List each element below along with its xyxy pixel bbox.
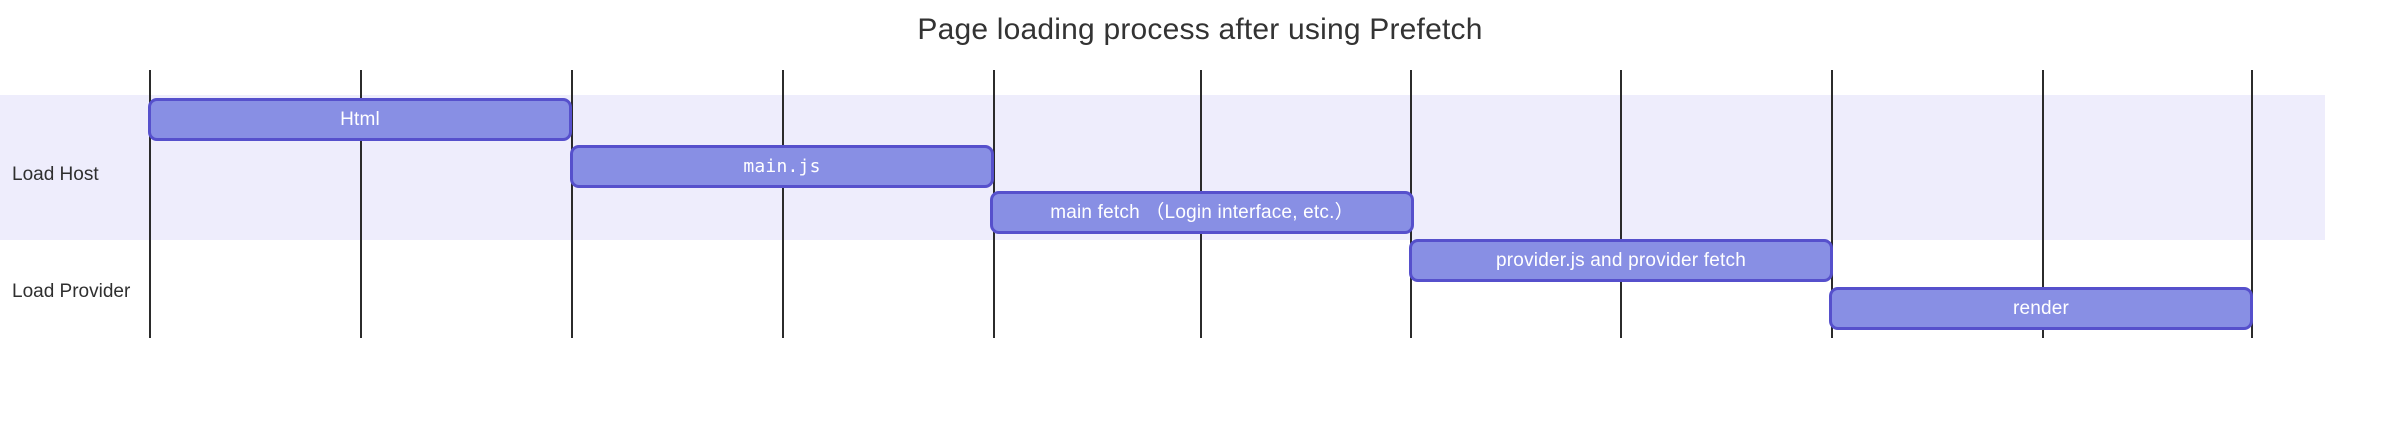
task-bar-main-js[interactable]: main.js: [570, 145, 994, 188]
task-bar-html[interactable]: Html: [148, 98, 572, 141]
row-label-load-host: Load Host: [12, 164, 99, 185]
gridline-3: [782, 70, 784, 338]
task-bar-provider-js-and-provider-fetch[interactable]: provider.js and provider fetch: [1409, 239, 1833, 282]
gridline-0: [149, 70, 151, 338]
task-bar-label: main.js: [743, 155, 821, 177]
gridline-8: [1831, 70, 1833, 338]
task-bar-main-fetch[interactable]: main fetch （Login interface, etc.）: [990, 191, 1414, 234]
task-bar-render[interactable]: render: [1829, 287, 2253, 330]
task-bar-label: Html: [340, 108, 380, 130]
gridline-10: [2251, 70, 2253, 338]
task-bar-label: main fetch （Login interface, etc.）: [1050, 201, 1354, 223]
gridline-9: [2042, 70, 2044, 338]
task-bar-label: provider.js and provider fetch: [1496, 249, 1746, 271]
task-bar-label: render: [2012, 297, 2070, 319]
gridline-7: [1620, 70, 1622, 338]
gridline-1: [360, 70, 362, 338]
row-label-load-provider: Load Provider: [12, 281, 131, 302]
gridline-2: [571, 70, 573, 338]
chart-title: Page loading process after using Prefetc…: [917, 13, 1483, 46]
